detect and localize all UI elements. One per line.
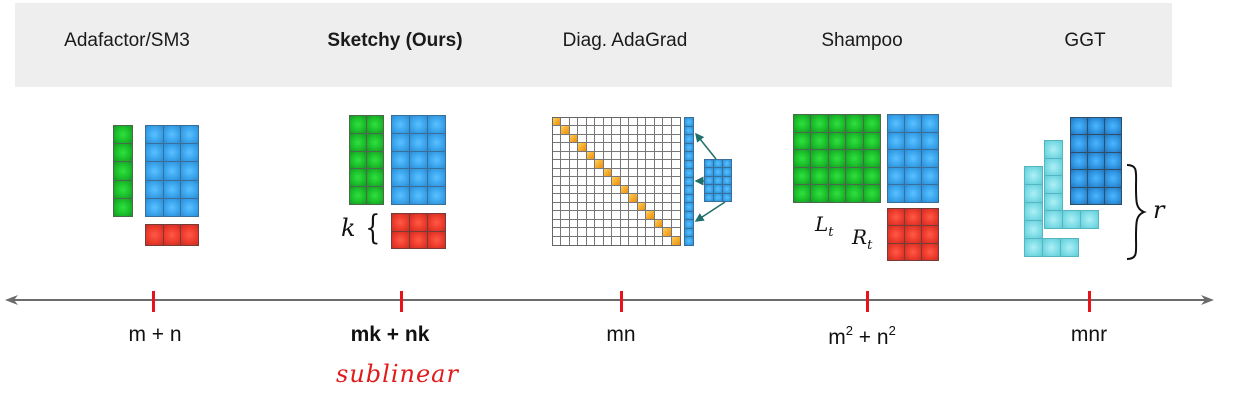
n-exponent: 2 (888, 323, 896, 338)
blue-gradient-matrix (391, 115, 446, 205)
green-left-preconditioner (793, 114, 881, 203)
method-label-adafactor: Adafactor/SM3 (64, 30, 190, 51)
blue-gradient-matrix (145, 125, 199, 217)
tick-adafactor (152, 291, 155, 312)
blue-current-gradient (1070, 117, 1122, 205)
red-sketch-matrix (391, 213, 446, 249)
memory-label-shampoo: m2 + n2 (828, 323, 896, 350)
blue-gradient-matrix-small (704, 159, 732, 202)
blue-gradient-matrix (887, 114, 939, 203)
left-brace: { (365, 208, 381, 248)
diagonal-matrix-grid (552, 117, 681, 246)
l-subscript: t (828, 225, 834, 240)
method-label-shampoo: Shampoo (821, 30, 903, 51)
r-rank-label: r (1153, 196, 1165, 224)
method-label-diag-adagrad: Diag. AdaGrad (562, 30, 688, 51)
method-label-sketchy: Sketchy (Ours) (327, 30, 463, 51)
method-header-band (15, 3, 1172, 87)
tick-sketchy (400, 291, 403, 312)
flatten-arrows-icon (694, 132, 726, 222)
red-right-preconditioner (887, 208, 939, 261)
m-exponent: 2 (845, 323, 853, 338)
green-sketch-matrix (349, 115, 384, 205)
memory-label-adafactor: m + n (128, 323, 182, 346)
right-arrowhead-icon (1201, 295, 1214, 305)
blue-diagonal-vector (684, 117, 694, 246)
red-row-vector (145, 224, 199, 246)
r-subscript: t (867, 238, 873, 253)
tick-shampoo (866, 291, 869, 312)
memory-axis-line (5, 295, 1214, 305)
cyan-history-gradient-back (1024, 166, 1079, 257)
tick-ggt (1088, 291, 1091, 312)
method-label-ggt: GGT (1064, 30, 1106, 51)
memory-label-ggt: mnr (1070, 323, 1108, 346)
cyan-history-gradient-middle (1044, 140, 1099, 229)
l-t-label: Lt (815, 212, 834, 240)
n-term: + n (852, 326, 889, 349)
memory-label-diag-adagrad: mn (606, 323, 636, 346)
l-label: L (815, 212, 829, 236)
left-arrowhead-icon (5, 295, 18, 305)
r-t-label: Rt (852, 225, 872, 253)
right-brace-icon (1126, 164, 1147, 260)
k-label: k (341, 214, 356, 242)
r-label: R (852, 225, 868, 249)
tick-diag-adagrad (620, 291, 623, 312)
memory-label-sketchy: mk + nk (350, 323, 430, 346)
green-column-vector (113, 125, 133, 217)
m-term: m (828, 326, 846, 349)
sublinear-annotation: sublinear (336, 360, 459, 388)
